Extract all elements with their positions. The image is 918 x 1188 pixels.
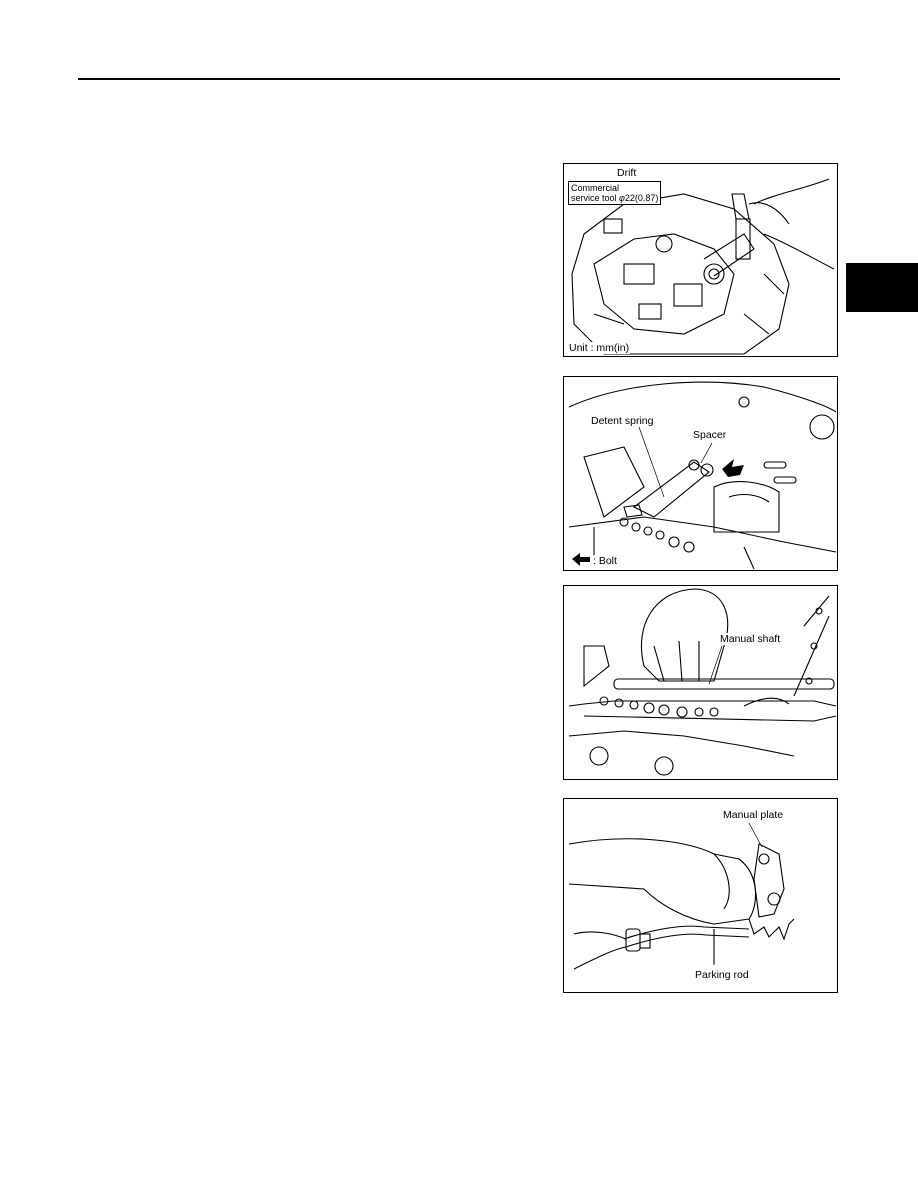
label-manual-plate: Manual plate [722,809,785,821]
label-tool-line1: Commercial [571,183,620,193]
figure-manual-shaft: Manual shaft [563,585,838,780]
section-tab-marker [846,263,918,312]
bolt-legend-arrow-icon [572,553,590,566]
figure-detent-spring: Detent spring Spacer : Bolt [563,376,838,571]
label-commercial-service-tool: Commercial service tool φ22(0.87) [568,181,662,205]
label-tool-line2: service tool φ22(0.87) [571,193,658,203]
figure-drift-illustration [571,178,835,355]
label-tool-phi: φ [619,193,625,203]
figure-manual-plate: Manual plate Parking rod [563,798,838,993]
figure-manual-plate-illustration [568,822,795,970]
figure-detent-spring-illustration [568,381,837,570]
label-detent-spring: Detent spring [590,415,655,427]
label-parking-rod: Parking rod [694,969,750,981]
figure-drift-removal: Drift Commercial service tool φ22(0.87) … [563,163,838,357]
label-tool-prefix: service tool [571,193,620,203]
label-unit: Unit : mm(in) [568,342,631,354]
bolt-arrow-icon [722,459,744,477]
figure-manual-shaft-illustration [568,588,837,776]
label-spacer: Spacer [692,429,728,441]
label-drift: Drift [616,167,638,179]
label-bolt-legend: : Bolt [592,555,618,567]
header-rule [78,78,840,80]
label-tool-value: 22(0.87) [624,193,659,203]
label-manual-shaft: Manual shaft [719,633,782,645]
